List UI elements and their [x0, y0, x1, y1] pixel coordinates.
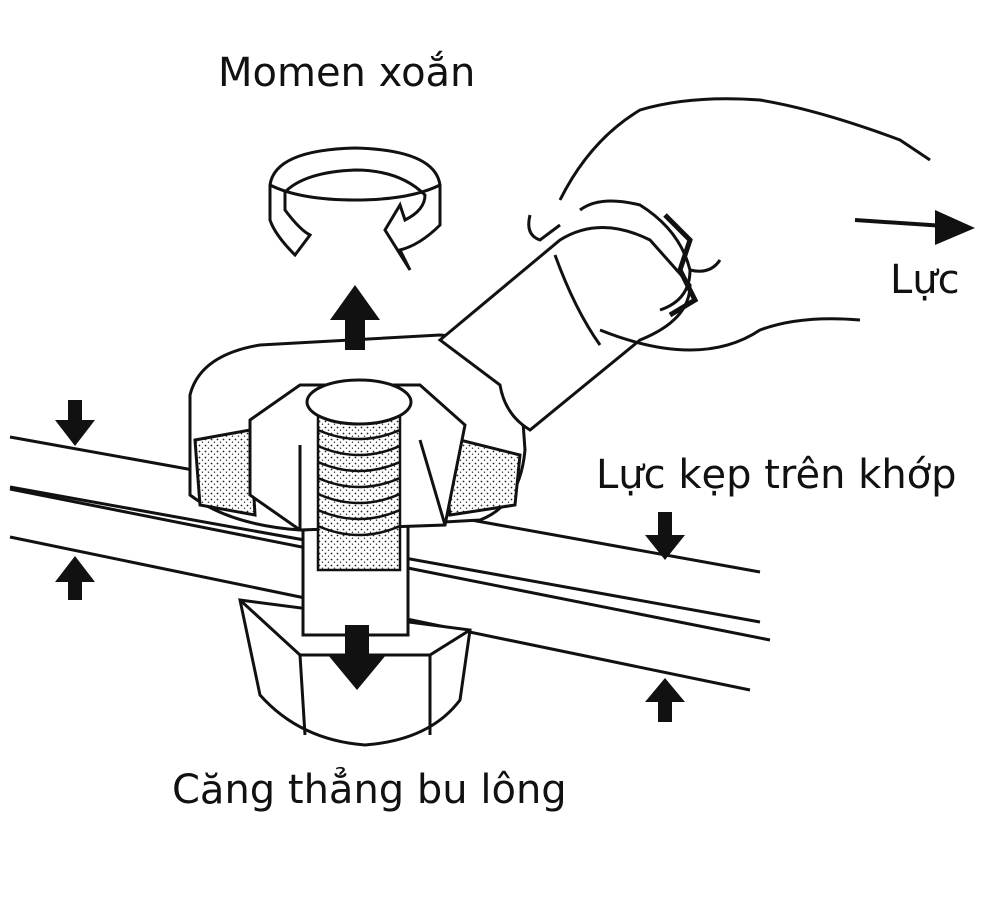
clamp-force-label: Lực kẹp trên khớp	[596, 452, 957, 498]
right-arrow-icon	[854, 210, 975, 245]
hand	[527, 97, 931, 352]
torque-label: Momen xoắn	[218, 50, 476, 96]
rotation-arrow-icon	[268, 146, 442, 271]
bolt-tension-label: Căng thẳng bu lông	[172, 767, 567, 813]
compression-arrow-icon	[55, 400, 685, 722]
up-arrow-icon	[330, 285, 380, 350]
force-label: Lực	[890, 257, 960, 303]
down-arrow-icon	[328, 625, 386, 690]
threaded-bolt	[305, 378, 413, 572]
